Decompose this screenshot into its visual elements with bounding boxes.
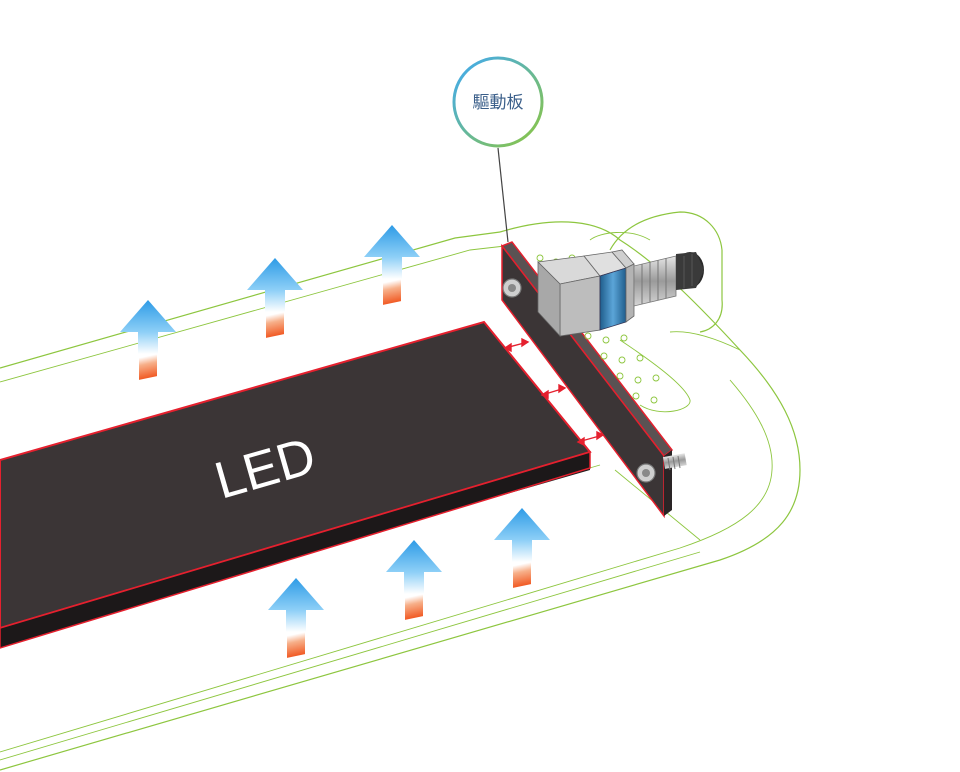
driver-board-label: 驅動板	[473, 93, 524, 113]
heat-arrow-icon	[494, 508, 550, 588]
thread-icon	[633, 255, 677, 307]
led-board: LED	[0, 320, 592, 649]
knob-icon	[676, 252, 704, 290]
heat-arrow-icon	[120, 300, 176, 380]
driver-board-callout: 驅動板	[452, 56, 544, 243]
heat-arrow-icon	[268, 578, 324, 658]
heat-arrow-icon	[386, 540, 442, 620]
callout-ring	[452, 56, 544, 148]
bolt-icon	[662, 453, 687, 471]
heat-arrow-icon	[247, 258, 303, 338]
heat-arrow-icon	[364, 225, 420, 305]
gap-markers	[503, 337, 605, 447]
connector-icon	[537, 249, 704, 338]
